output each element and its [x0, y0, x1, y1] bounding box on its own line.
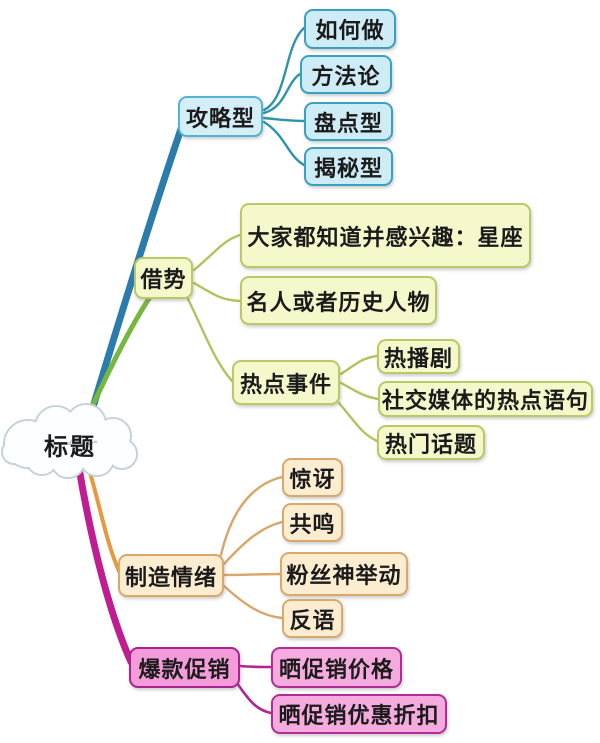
- node-inventory[interactable]: 盘点型: [304, 102, 393, 141]
- node-how-to[interactable]: 如何做: [304, 9, 396, 49]
- node-strategy[interactable]: 攻略型: [178, 96, 263, 137]
- node-hot-topic[interactable]: 热门话题: [377, 425, 485, 460]
- green-connectors: [186, 233, 380, 443]
- node-promo[interactable]: 爆款促销: [129, 647, 240, 688]
- trunk-line-promo: [75, 464, 135, 666]
- node-emotion[interactable]: 制造情绪: [118, 554, 224, 597]
- blue-connectors: [262, 26, 306, 167]
- node-leverage[interactable]: 借势: [134, 257, 193, 299]
- node-resonance[interactable]: 共鸣: [282, 503, 343, 542]
- node-promo-discount[interactable]: 晒促销优惠折扣: [271, 694, 447, 734]
- node-surprise[interactable]: 惊讶: [282, 458, 343, 497]
- node-promo-price[interactable]: 晒促销价格: [271, 647, 402, 688]
- root-cloud-shape: [1, 403, 138, 479]
- node-irony[interactable]: 反语: [282, 599, 343, 638]
- pink-connectors: [235, 664, 273, 715]
- node-methodology[interactable]: 方法论: [300, 55, 392, 94]
- root-node-title[interactable]: 标题: [44, 433, 96, 461]
- node-fan-act[interactable]: 粉丝神举动: [280, 552, 408, 596]
- node-hot-drama[interactable]: 热播剧: [377, 339, 460, 374]
- node-social-media[interactable]: 社交媒体的热点语句: [378, 381, 593, 417]
- node-known-interest[interactable]: 大家都知道并感兴趣：星座: [240, 203, 531, 268]
- trunk-line-emotion: [86, 464, 121, 573]
- orange-connectors: [219, 475, 284, 620]
- node-hot-event[interactable]: 热点事件: [232, 360, 340, 405]
- node-celebrity[interactable]: 名人或者历史人物: [240, 276, 437, 325]
- node-reveal[interactable]: 揭秘型: [304, 147, 393, 186]
